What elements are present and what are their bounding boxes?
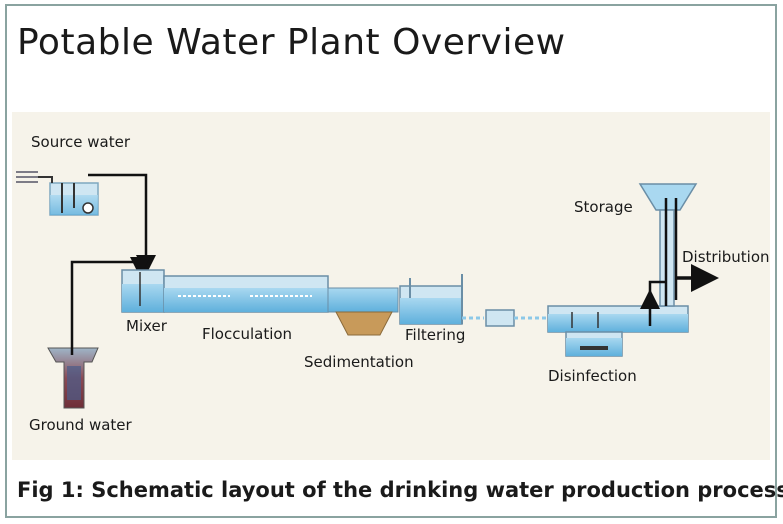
label-distribution: Distribution: [682, 248, 770, 266]
storage-tower: [638, 183, 698, 307]
flocculation-basin: [121, 269, 329, 313]
ground-water-well: [47, 347, 99, 409]
label-filtering: Filtering: [405, 326, 465, 344]
label-flocculation: Flocculation: [202, 325, 292, 343]
figure-caption: Fig 1: Schematic layout of the drinking …: [17, 478, 783, 502]
label-ground-water: Ground water: [29, 416, 133, 434]
storage-link-pipe: [648, 280, 666, 296]
label-sedimentation: Sedimentation: [304, 353, 414, 371]
label-disinfection: Disinfection: [548, 367, 637, 385]
ground-water-pipe: [70, 257, 150, 355]
label-mixer: Mixer: [126, 317, 168, 335]
filter-basin: [399, 274, 463, 325]
page-title: Potable Water Plant Overview: [17, 22, 566, 63]
disinfection-basin: [547, 305, 689, 357]
label-storage: Storage: [574, 198, 633, 216]
sedimentation-basin: [327, 287, 399, 336]
source-water-pipe: [88, 173, 156, 275]
label-source-water: Source water: [31, 133, 131, 151]
transfer-channel: [462, 309, 546, 327]
source-water-intake: [16, 171, 99, 216]
